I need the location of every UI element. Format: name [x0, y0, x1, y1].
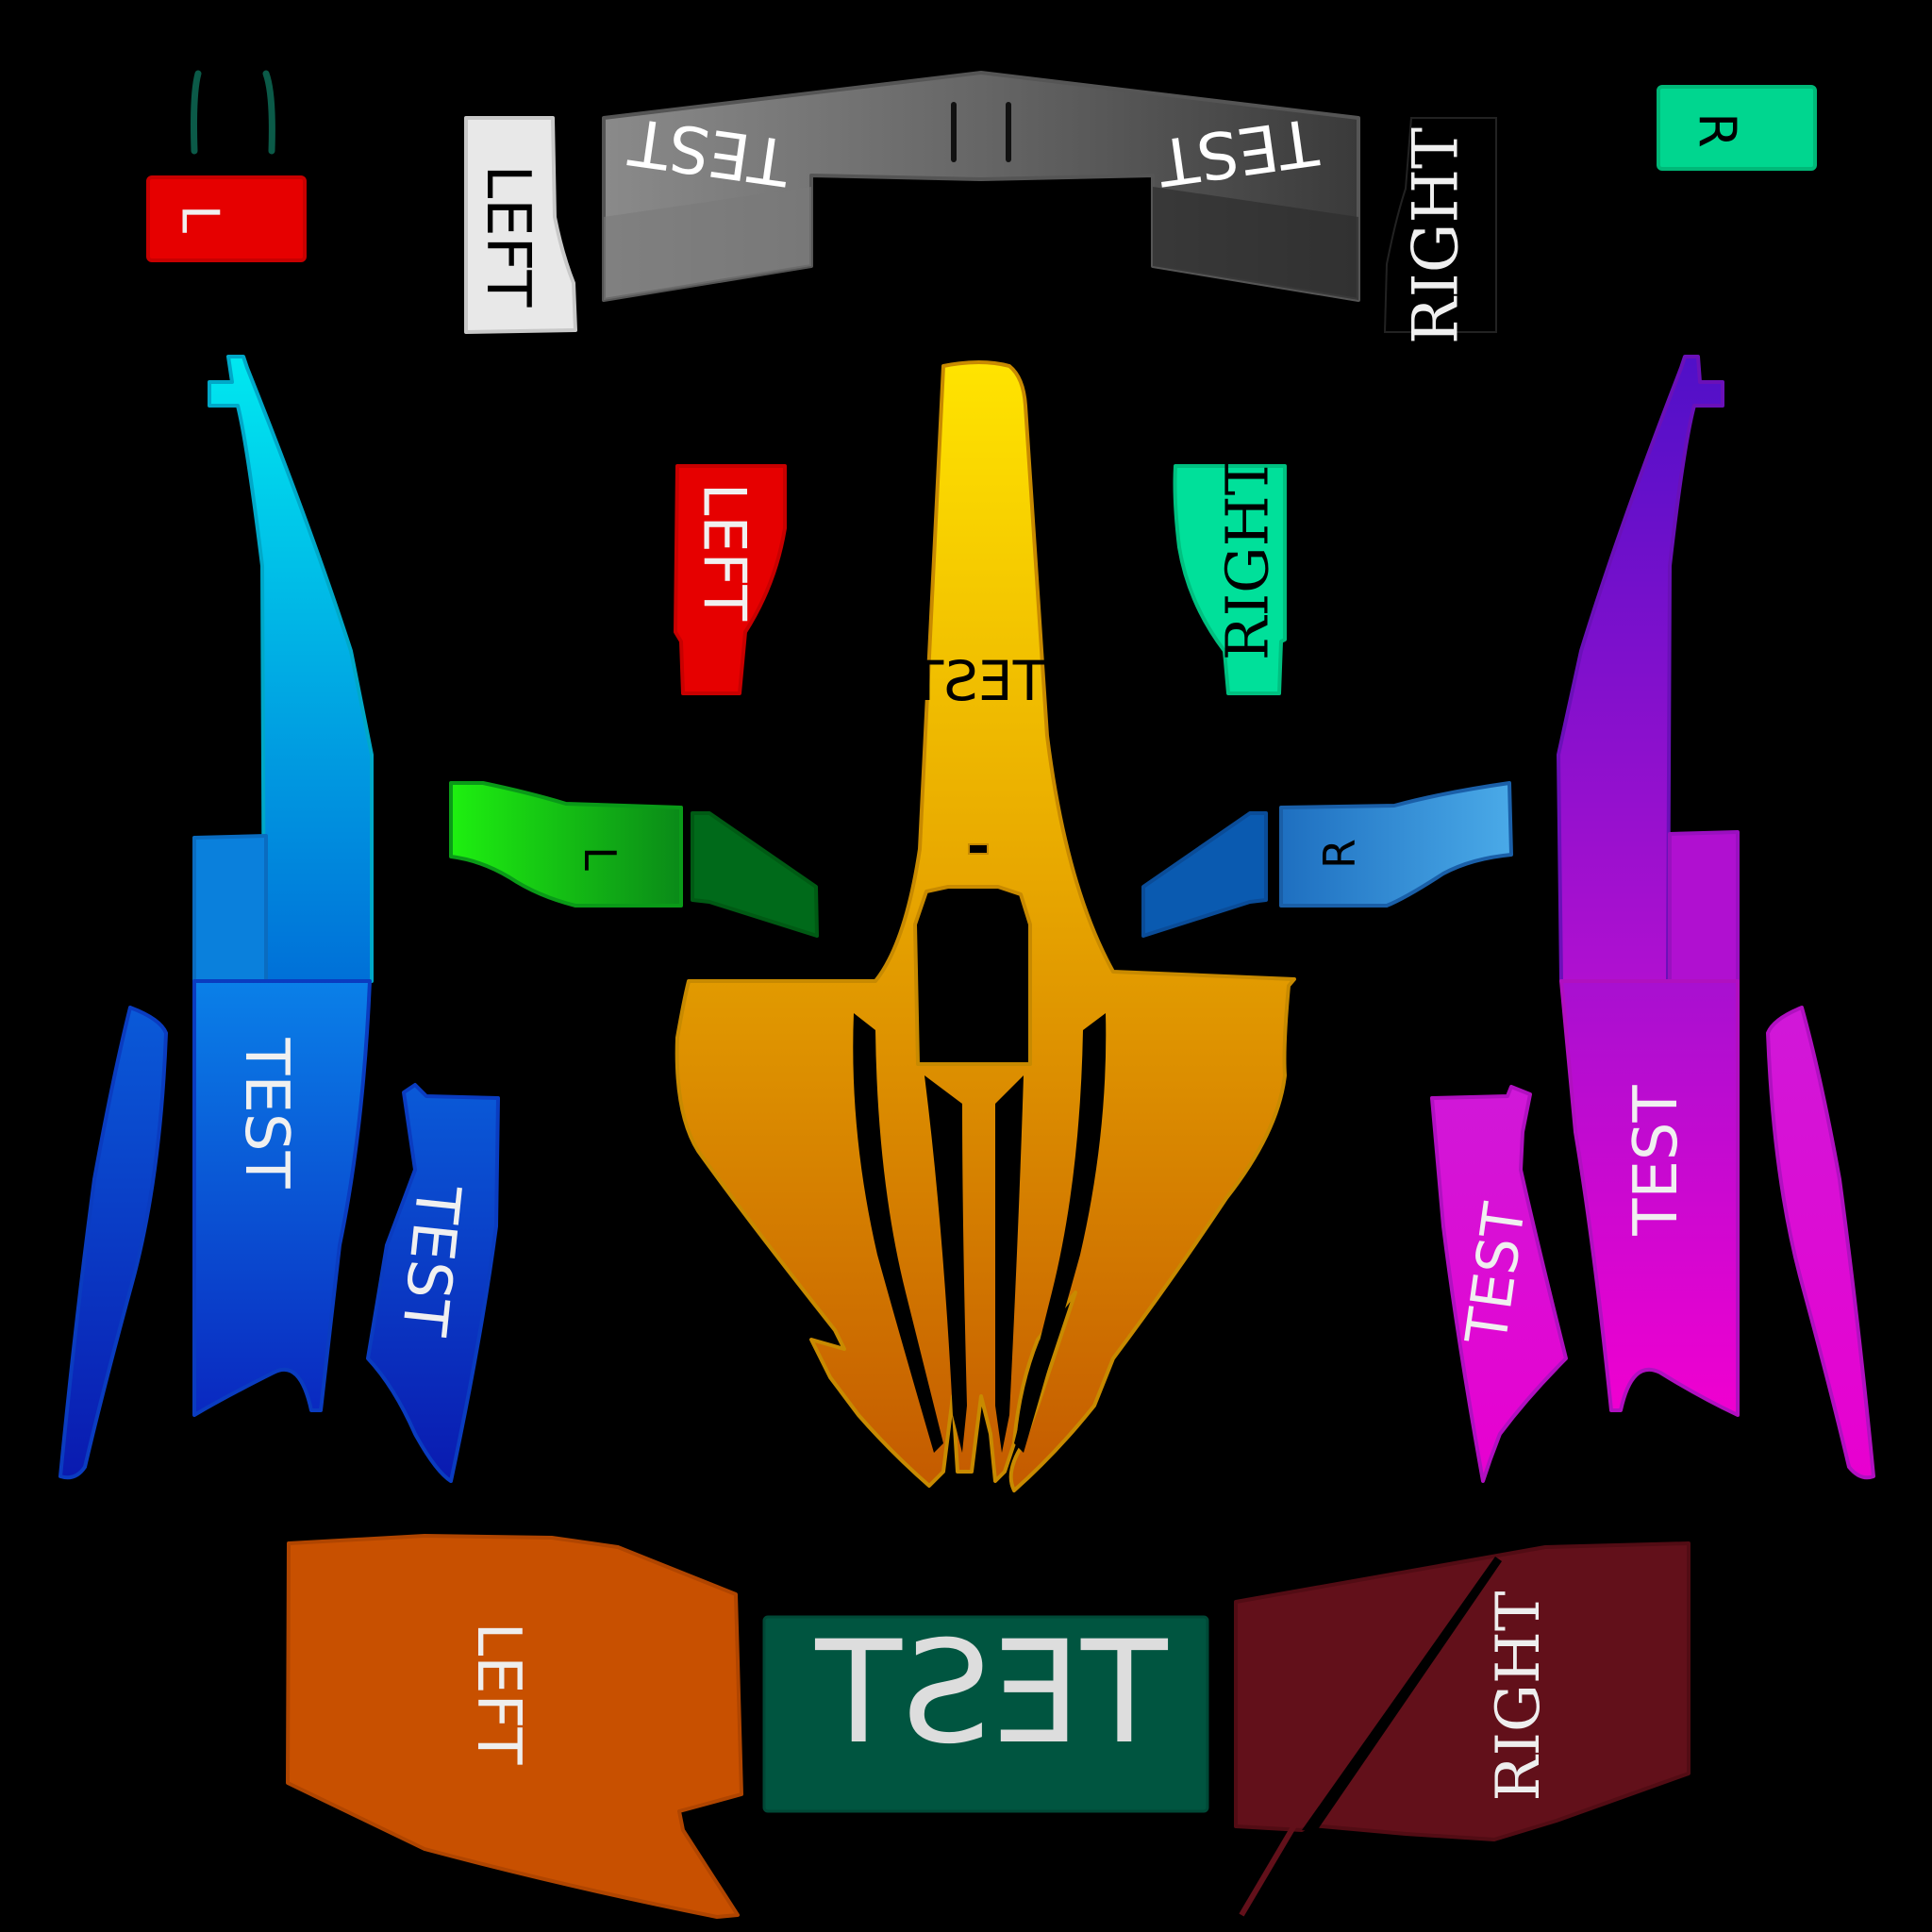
floor-left[interactable]: LEFT	[286, 1534, 743, 1919]
sidepod-right-inner[interactable]: TEST	[1430, 1085, 1568, 1483]
front-wing-right-flap[interactable]	[1141, 811, 1268, 938]
sidepod-right-main[interactable]: TEST	[1559, 979, 1740, 1417]
rear-wing-main[interactable]: TEST TEST	[602, 71, 1360, 302]
sidepod-left-upper[interactable]	[192, 355, 374, 983]
mirror-right-label: R	[1688, 112, 1747, 148]
front-wing-right[interactable]: R	[1279, 781, 1513, 908]
sidepod-left-main[interactable]: TEST	[192, 979, 372, 1417]
front-wing-left-flap[interactable]	[691, 811, 819, 938]
front-wing-endplate-left[interactable]: LEFT	[674, 464, 787, 695]
front-wing-endplate-right-label: RIGHT	[1213, 457, 1282, 660]
front-wing-left-label: L	[575, 846, 625, 871]
floor-edge-left[interactable]	[58, 1006, 168, 1480]
sidepod-right-upper[interactable]	[1557, 355, 1740, 983]
floor-right[interactable]: RIGHT	[1234, 1541, 1690, 1917]
sidepod-right-main-label: TEST	[1622, 1084, 1691, 1236]
mirror-left-label: L	[171, 205, 230, 233]
engine-cover[interactable]: TEST	[762, 1611, 1209, 1813]
rear-wing-endplate-left[interactable]: LEFT	[464, 116, 577, 334]
sidepod-left-main-label: TEST	[231, 1037, 301, 1189]
mirror-left[interactable]: L	[146, 175, 307, 262]
front-wing-endplate-left-label: LEFT	[691, 483, 759, 622]
rear-wing-endplate-right-label: RIGHT	[1400, 127, 1473, 344]
nose-label: TEST	[909, 649, 1047, 713]
floor-edge-right[interactable]	[1766, 1006, 1875, 1480]
sidepod-left-inner-label: TEST	[388, 1181, 473, 1340]
rear-wing-endplate-left-label: LEFT	[473, 165, 542, 308]
mirror-right[interactable]: R	[1657, 85, 1817, 171]
mirror-left-stalks	[191, 70, 275, 155]
floor-right-label: RIGHT	[1484, 1591, 1554, 1801]
sidepod-left-inner[interactable]: TEST	[366, 1083, 500, 1483]
floor-left-label: LEFT	[463, 1623, 533, 1766]
front-wing-right-label: R	[1314, 839, 1365, 869]
front-wing-left[interactable]: L	[449, 781, 683, 908]
front-wing-endplate-right[interactable]: RIGHT	[1173, 457, 1287, 695]
rear-wing-endplate-right[interactable]: RIGHT	[1383, 117, 1497, 344]
engine-cover-label: TEST	[814, 1611, 1169, 1775]
nose[interactable]: TEST	[675, 360, 1296, 1492]
